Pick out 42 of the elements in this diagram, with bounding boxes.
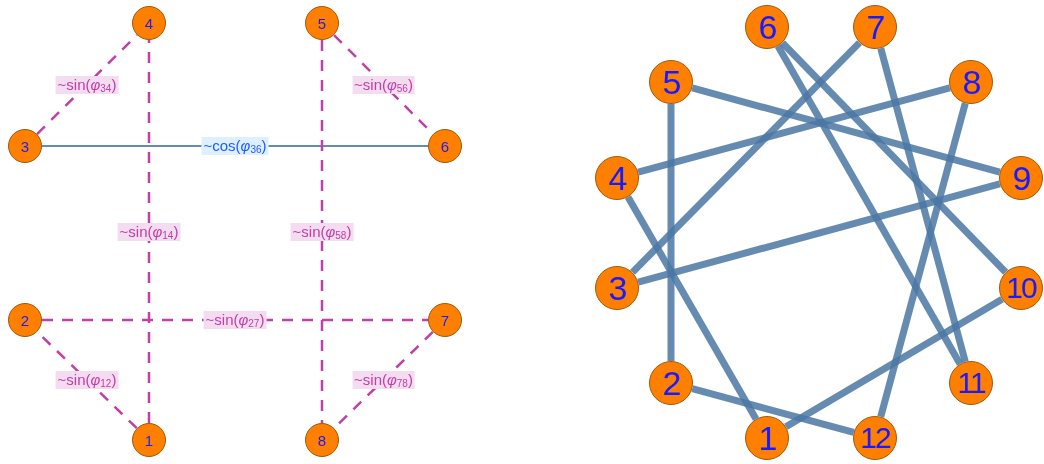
node-circle: 5 (305, 6, 339, 40)
connector-line (774, 44, 964, 366)
edge-label: ~sin(φ$_{78}$) (352, 371, 415, 389)
node-circle: 5 (649, 60, 693, 104)
connector-line (320, 40, 324, 423)
node-circle: 2 (8, 303, 42, 337)
connector-line (667, 104, 675, 361)
node-circle: 6 (745, 5, 789, 49)
edge-label: ~cos(φ$_{36}$) (201, 137, 269, 155)
node-circle: 4 (132, 6, 166, 40)
node-circle: 7 (428, 303, 462, 337)
edge-label: ~sin(φ$_{27}$) (203, 311, 267, 329)
node-circle: 1 (745, 416, 789, 460)
node-circle: 9 (999, 156, 1043, 200)
connector-line (779, 40, 1009, 275)
connector-line (637, 180, 1001, 286)
node-circle: 1 (132, 423, 166, 457)
node-circle: 11 (949, 361, 993, 405)
node-circle: 6 (428, 129, 462, 163)
node-circle: 3 (595, 266, 639, 310)
node-circle: 8 (949, 60, 993, 104)
connector-line (630, 40, 862, 275)
edge-label: ~sin(φ$_{56}$) (352, 75, 415, 94)
connector-line (877, 47, 969, 363)
node-circle: 10 (999, 266, 1043, 310)
connector-line (147, 40, 151, 423)
node-circle: 12 (853, 416, 897, 460)
connector-line (691, 84, 1001, 176)
node-circle: 7 (853, 5, 897, 49)
node-circle: 2 (649, 361, 693, 405)
edge-label: ~sin(φ$_{12}$) (55, 371, 119, 389)
node-circle: 3 (8, 129, 42, 163)
connector-line (877, 102, 969, 418)
node-circle: 4 (595, 156, 639, 200)
connector-line (784, 296, 1004, 430)
edge-label: ~sin(φ$_{58}$) (290, 222, 354, 241)
edge-label: ~sin(φ$_{14}$) (117, 222, 181, 241)
edge-label: ~sin(φ$_{34}$) (55, 75, 119, 94)
connector-line (691, 385, 855, 436)
node-circle: 8 (305, 423, 339, 457)
connector-line (624, 195, 760, 421)
connector-line (637, 84, 951, 176)
